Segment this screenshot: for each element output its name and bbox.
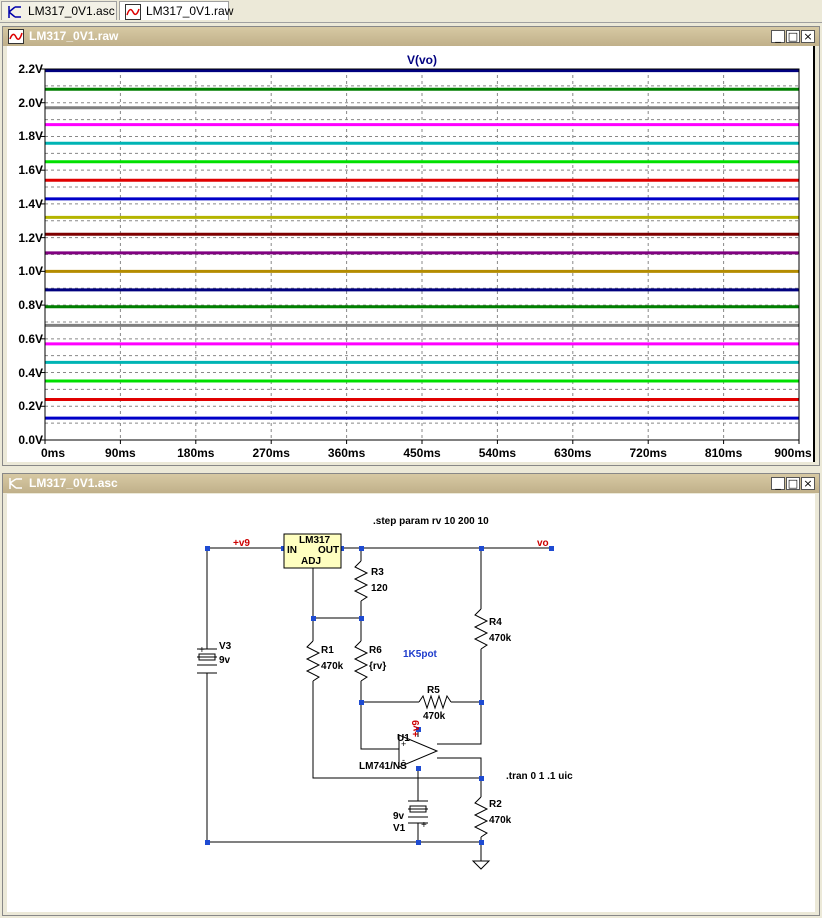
lm317-adj-pin: ADJ xyxy=(301,556,321,567)
v1-plus-sign: + xyxy=(421,820,427,831)
resistor-symbols xyxy=(305,560,489,838)
r1-resistor xyxy=(305,640,321,682)
waveform-window-title: LM317_0V1.raw xyxy=(29,29,119,43)
r5-value: 470k xyxy=(423,711,446,722)
y-tick-label: 1.0V xyxy=(18,264,43,279)
schematic-icon xyxy=(8,6,21,18)
y-tick-label: 0.6V xyxy=(18,331,43,346)
y-tick-label: 2.2V xyxy=(18,62,43,76)
r6-value: {rv} xyxy=(369,661,386,672)
plot-frame xyxy=(44,68,800,441)
restore-button[interactable]: □ xyxy=(786,477,800,490)
tran-directive[interactable]: .tran 0 1 .1 uic xyxy=(506,771,573,782)
y-tick-label: 0.0V xyxy=(18,433,43,447)
r6-resistor xyxy=(353,640,369,682)
r3-resistor xyxy=(353,560,369,602)
r6-note: 1K5pot xyxy=(403,649,438,660)
tab-schematic[interactable]: LM317_0V1.asc xyxy=(1,1,117,20)
tab-schematic-label: LM317_0V1.asc xyxy=(28,4,115,18)
lm317-name: LM317 xyxy=(299,535,331,546)
close-button[interactable]: × xyxy=(801,30,815,43)
v3-name: V3 xyxy=(219,641,232,652)
x-tick-label: 900ms xyxy=(774,446,812,460)
r6-name: R6 xyxy=(369,645,382,656)
x-tick-label: 810ms xyxy=(704,446,743,460)
v3-value: 9v xyxy=(219,655,231,666)
u1-name: U1 xyxy=(397,733,410,744)
net-label-opamp-v9[interactable]: +v9 xyxy=(411,720,422,737)
u1-opamp[interactable]: + - xyxy=(398,734,439,768)
x-tick-label: 180ms xyxy=(177,446,215,460)
x-tick-label: 720ms xyxy=(629,446,667,460)
y-tick-label: 1.2V xyxy=(18,230,43,245)
schematic-window-title: LM317_0V1.asc xyxy=(29,476,118,490)
net-label-v9[interactable]: +v9 xyxy=(233,538,250,549)
tab-waveform[interactable]: LM317_0V1.raw xyxy=(119,1,233,20)
x-tick-label: 450ms xyxy=(403,446,441,460)
minimize-button[interactable]: _ xyxy=(771,477,785,490)
v1-value: 9v xyxy=(393,811,405,822)
r2-name: R2 xyxy=(489,799,502,810)
r3-name: R3 xyxy=(371,567,384,578)
r1-name: R1 xyxy=(321,645,334,656)
v3-plus-sign: + xyxy=(199,645,205,656)
r3-value: 120 xyxy=(371,583,388,594)
v1-name: V1 xyxy=(393,823,406,834)
schematic-window: LM317_0V1.asc _ □ × xyxy=(2,473,820,916)
r4-name: R4 xyxy=(489,617,502,628)
r4-resistor xyxy=(473,608,489,650)
close-button[interactable]: × xyxy=(801,477,815,490)
ground-icon xyxy=(471,860,491,870)
x-tick-label: 270ms xyxy=(252,446,290,460)
r2-value: 470k xyxy=(489,815,512,826)
y-tick-label: 0.4V xyxy=(18,365,43,380)
r5-resistor xyxy=(418,694,452,710)
v3-battery[interactable]: + xyxy=(197,645,217,674)
opamp-minus-input: - xyxy=(402,755,405,765)
schematic-canvas[interactable]: LM317 IN OUT ADJ + xyxy=(7,494,815,912)
x-tick-label: 0ms xyxy=(40,446,66,460)
schematic-drawing[interactable]: LM317 IN OUT ADJ + xyxy=(7,494,817,912)
waveform-icon xyxy=(125,4,141,20)
restore-button[interactable]: □ xyxy=(786,30,800,43)
waveform-icon xyxy=(8,29,24,44)
waveform-titlebar[interactable]: LM317_0V1.raw _ □ × xyxy=(3,27,819,46)
r1-value: 470k xyxy=(321,661,344,672)
schematic-titlebar[interactable]: LM317_0V1.asc _ □ × xyxy=(3,474,819,493)
x-tick-label: 630ms xyxy=(554,446,592,460)
r2-resistor xyxy=(473,796,489,838)
waveform-plot-pane[interactable]: V(vo) 0.0V 0.2V 0.4V 0.6V 0.8V 1.0V 1.2V 1.4V 1.… xyxy=(7,46,815,462)
y-tick-label: 2.0V xyxy=(18,95,43,110)
tab-waveform-label: LM317_0V1.raw xyxy=(146,4,234,18)
lm317-in-pin: IN xyxy=(287,545,297,556)
y-tick-label: 0.8V xyxy=(18,298,43,313)
x-tick-label: 90ms xyxy=(105,446,136,460)
schematic-icon xyxy=(9,478,22,489)
lm317-regulator[interactable]: LM317 IN OUT ADJ xyxy=(283,533,342,569)
y-tick-label: 1.6V xyxy=(18,163,43,178)
y-tick-label: 0.2V xyxy=(18,399,43,414)
r5-name: R5 xyxy=(427,685,440,696)
net-label-vo[interactable]: vo xyxy=(537,538,549,549)
document-tab-bar: LM317_0V1.asc LM317_0V1.raw xyxy=(0,0,822,23)
u1-model: LM741/NS xyxy=(359,761,407,772)
waveform-plot[interactable] xyxy=(7,46,813,462)
opamp-plus-input: + xyxy=(401,739,406,749)
plot-title: V(vo) xyxy=(407,53,437,67)
x-tick-label: 360ms xyxy=(327,446,366,460)
waveform-window: LM317_0V1.raw _ □ × V(vo) 0.0V 0.2V 0.4V 0.… xyxy=(2,26,820,466)
v1-battery[interactable]: + xyxy=(408,800,428,831)
y-tick-label: 1.4V xyxy=(18,196,43,211)
r4-value: 470k xyxy=(489,633,512,644)
minimize-button[interactable]: _ xyxy=(771,30,785,43)
y-tick-label: 1.8V xyxy=(18,129,43,144)
step-directive[interactable]: .step param rv 10 200 10 xyxy=(373,516,489,527)
lm317-out-pin: OUT xyxy=(318,545,339,556)
x-tick-label: 540ms xyxy=(478,446,517,460)
